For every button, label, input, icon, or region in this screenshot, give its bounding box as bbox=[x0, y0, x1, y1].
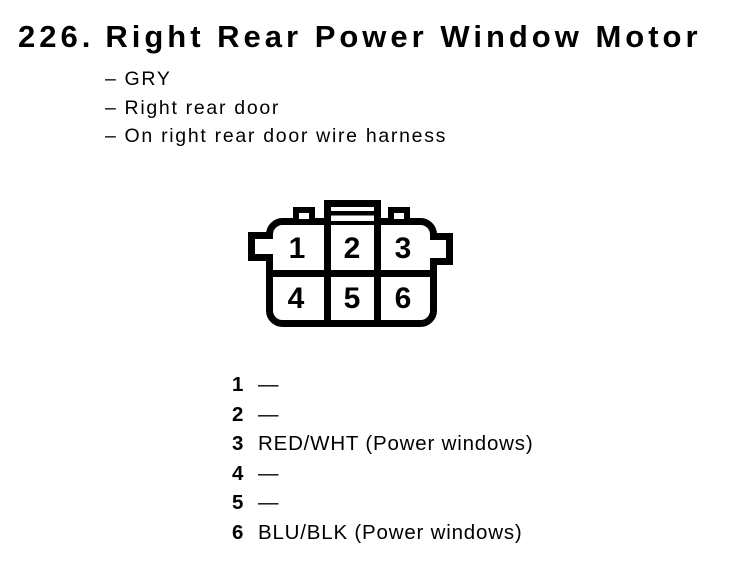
pin-row-1: 1 — bbox=[232, 370, 533, 400]
connector-info-list: – GRY – Right rear door – On right rear … bbox=[105, 65, 447, 151]
item-title: Right Rear Power Window Motor bbox=[105, 19, 702, 54]
item-number: 226. bbox=[18, 19, 95, 54]
pin-wire-label: — bbox=[258, 491, 280, 515]
pin-number: 3 bbox=[232, 432, 245, 456]
pin-wire-label: — bbox=[258, 373, 280, 396]
cavity-number-1: 1 bbox=[289, 232, 306, 265]
pin-row-6: 6 BLU/BLK (Power windows) bbox=[232, 518, 533, 548]
latch-tab-right-side bbox=[374, 200, 381, 222]
connector-harness-text: On right rear door wire harness bbox=[124, 125, 448, 147]
bullet-dash: – bbox=[105, 125, 118, 147]
latch-tab-top-ridge bbox=[324, 200, 381, 207]
pin-number: 5 bbox=[232, 491, 245, 515]
pin-row-5: 5 — bbox=[232, 488, 533, 518]
pinout-list: 1 — 2 — 3 RED/WHT (Power windows) 4 — 5 … bbox=[232, 370, 533, 548]
guide-tab-left bbox=[293, 207, 315, 225]
cavity-number-5: 5 bbox=[344, 282, 361, 315]
cavity-number-3: 3 bbox=[395, 232, 412, 265]
bullet-dash: – bbox=[105, 96, 118, 119]
pin-row-2: 2 — bbox=[232, 400, 533, 430]
guide-tab-right bbox=[388, 207, 410, 225]
pin-number: 2 bbox=[232, 402, 245, 426]
latch-tab-left-side bbox=[324, 200, 331, 222]
latch-tab-mid-ridge bbox=[324, 211, 381, 216]
cavity-number-6: 6 bbox=[395, 282, 412, 315]
pin-number: 1 bbox=[232, 373, 245, 396]
page-title: 226. Right Rear Power Window Motor bbox=[18, 21, 702, 52]
connector-diagram: 1 2 3 4 5 6 bbox=[248, 199, 453, 327]
connector-location-line: – Right rear door bbox=[105, 94, 447, 123]
bullet-dash: – bbox=[105, 68, 118, 90]
pin-row-3: 3 RED/WHT (Power windows) bbox=[232, 429, 533, 459]
cavity-number-4: 4 bbox=[288, 282, 305, 315]
pin-row-4: 4 — bbox=[232, 459, 533, 489]
pin-wire-label: — bbox=[258, 402, 280, 426]
cavity-number-2: 2 bbox=[344, 232, 361, 265]
pin-wire-label: — bbox=[258, 461, 280, 485]
divider-horizontal bbox=[267, 270, 436, 277]
pin-wire-label: RED/WHT (Power windows) bbox=[258, 432, 534, 456]
pin-number: 4 bbox=[232, 461, 245, 485]
connector-color-text: GRY bbox=[124, 68, 172, 90]
pin-wire-label: BLU/BLK (Power windows) bbox=[258, 520, 523, 544]
pin-number: 6 bbox=[232, 520, 245, 544]
connector-color-line: – GRY bbox=[105, 65, 447, 94]
right-ear-slot bbox=[426, 240, 446, 258]
connector-location-text: Right rear door bbox=[124, 96, 281, 119]
left-ear-slot bbox=[255, 239, 278, 254]
connector-harness-line: – On right rear door wire harness bbox=[105, 122, 447, 151]
